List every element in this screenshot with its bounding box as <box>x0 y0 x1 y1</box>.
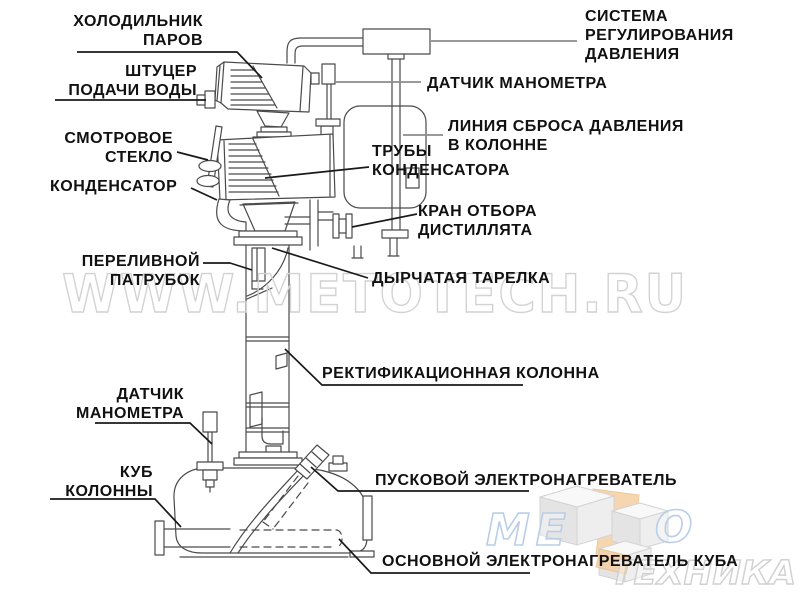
boiler-tank <box>173 467 368 558</box>
leader-distillate-valve <box>351 213 418 228</box>
leader-column <box>284 348 523 386</box>
label-condenser: КОНДЕНСАТОР <box>50 177 177 196</box>
tank-right-fittings <box>349 495 375 558</box>
label-distillate-valve: КРАН ОТБОРА ДИСТИЛЛЯТА <box>418 202 537 240</box>
vapor-cooler-drawing <box>214 61 320 113</box>
leader-overflow-pipe <box>203 262 253 271</box>
logo-watermark: МЕ О ТЕХНИКА <box>485 485 797 592</box>
label-line: ДАТЧИК <box>116 386 184 403</box>
tank-cap-fitting <box>328 455 348 472</box>
label-pressure-regulation-system: СИСТЕМА РЕГУЛИРОВАНИЯ ДАВЛЕНИЯ <box>585 7 734 64</box>
label-manometer-sensor-top: ДАТЧИК МАНОМЕТРА <box>427 74 607 93</box>
logo-cube-2 <box>610 502 670 550</box>
label-starting-heater: ПУСКОВОЙ ЭЛЕКТРОНАГРЕВАТЕЛЬ <box>375 471 677 490</box>
column-internals <box>249 352 288 456</box>
label-manometer-sensor-bottom: ДАТЧИК МАНОМЕТРА <box>76 385 184 423</box>
leader-starting-heater <box>310 466 529 492</box>
logo-letters-me: МЕ <box>486 505 572 556</box>
label-line: ХОЛОДИЛЬНИК <box>73 13 203 30</box>
column-bottom-flange <box>233 451 303 466</box>
label-water-inlet-fitting: ШТУЦЕР ПОДАЧИ ВОДЫ <box>68 62 197 100</box>
leader-condenser <box>190 187 218 201</box>
label-column-boiler: КУБ КОЛОННЫ <box>65 463 153 501</box>
label-line: ДИСТИЛЛЯТА <box>418 222 533 239</box>
watermark-url-text: WWW.METOTECH.RU <box>62 264 688 325</box>
label-perforated-plate: ДЫРЧАТАЯ ТАРЕЛКА <box>372 269 550 288</box>
label-line: ПАТРУБОК <box>109 272 200 289</box>
starting-heater-dashed <box>262 475 309 530</box>
label-line: ШТУЦЕР <box>125 63 197 80</box>
label-line: ПАРОВ <box>142 32 203 49</box>
label-line: СИСТЕМА <box>585 8 669 25</box>
column-top-flange <box>233 230 303 246</box>
label-line: ДАТЧИК МАНОМЕТРА <box>427 75 608 92</box>
label-overflow-pipe: ПЕРЕЛИВНОЙ ПАТРУБОК <box>82 252 200 290</box>
leader-boiler <box>50 498 182 528</box>
leader-vapor-cooler <box>77 51 263 79</box>
label-pressure-relief-line: ЛИНИЯ СБРОСА ДАВЛЕНИЯ В КОЛОННЕ <box>448 117 684 155</box>
leader-perforated-plate <box>271 247 369 279</box>
label-line: В КОЛОННЕ <box>448 137 548 154</box>
drain-pipe <box>154 520 231 556</box>
label-line: ПЕРЕЛИВНОЙ <box>81 253 200 270</box>
label-line: ДЫРЧАТАЯ ТАРЕЛКА <box>372 270 551 287</box>
machine-drawing <box>154 28 431 558</box>
label-line: ПУСКОВОЙ ЭЛЕКТРОНАГРЕВАТЕЛЬ <box>375 472 677 489</box>
distribution-cup <box>239 201 311 232</box>
label-line: ДАВЛЕНИЯ <box>585 46 680 63</box>
label-line: ТРУБЫ <box>372 143 432 160</box>
label-line: ЛИНИЯ СБРОСА ДАВЛЕНИЯ <box>448 118 684 135</box>
label-line: КОЛОННЫ <box>65 483 153 500</box>
label-line: ОСНОВНОЙ ЭЛЕКТРОНАГРЕВАТЕЛЬ КУБА <box>382 553 739 570</box>
logo-cube-1 <box>538 485 616 546</box>
label-line: КУБ <box>119 464 153 481</box>
label-line: СМОТРОВОЕ <box>64 130 173 147</box>
label-condenser-tubes: ТРУБЫ КОНДЕНСАТОРА <box>372 142 510 180</box>
column-body <box>245 244 290 453</box>
condenser-drawing <box>216 133 336 201</box>
manometer-sensor-bottom-drawing <box>196 411 224 493</box>
gooseneck-pipe <box>216 198 247 232</box>
leader-gauge-bottom <box>95 422 213 445</box>
label-sight-glass: СМОТРОВОЕ СТЕКЛО <box>64 129 173 167</box>
label-line: КРАН ОТБОРА <box>418 203 538 220</box>
main-heater-dashed <box>239 529 343 548</box>
distillate-valve-drawing <box>309 199 364 259</box>
label-line: РЕГУЛИРОВАНИЯ <box>585 27 734 44</box>
logo-tan-small-shape <box>595 548 631 575</box>
overflow-pipe-drawing <box>246 247 289 300</box>
leader-lines <box>50 40 577 574</box>
pressure-regulation-box <box>286 28 431 64</box>
label-line: КОНДЕНСАТОР <box>50 178 178 195</box>
label-main-heater: ОСНОВНОЙ ЭЛЕКТРОНАГРЕВАТЕЛЬ КУБА <box>382 552 738 571</box>
logo-word-tehnika: ТЕХНИКА <box>610 553 796 592</box>
starting-heater-inlet <box>294 444 330 480</box>
label-line: РЕКТИФИКАЦИОННАЯ КОЛОННА <box>322 365 600 382</box>
label-line: ПОДАЧИ ВОДЫ <box>68 82 197 99</box>
label-line: МАНОМЕТРА <box>76 405 184 422</box>
label-line: СТЕКЛО <box>104 149 173 166</box>
label-rectification-column: РЕКТИФИКАЦИОННАЯ КОЛОННА <box>322 364 600 383</box>
leader-main-heater <box>338 538 530 574</box>
leader-condenser-tubes <box>264 166 370 179</box>
label-vapor-cooler: ХОЛОДИЛЬНИК ПАРОВ <box>73 12 203 50</box>
logo-letter-o: О <box>655 502 692 553</box>
leader-sight-glass <box>176 151 209 161</box>
label-line: КОНДЕНСАТОРА <box>372 162 510 179</box>
sight-glass-drawing <box>196 125 223 188</box>
right-bracket-panel <box>343 105 427 209</box>
